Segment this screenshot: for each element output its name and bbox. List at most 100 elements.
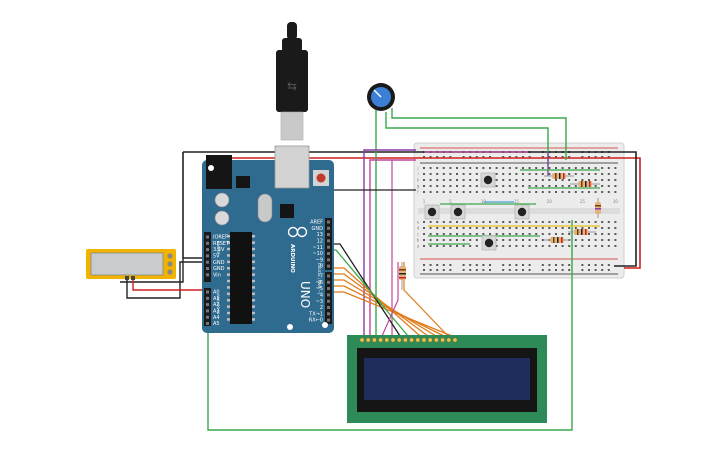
breadboard-hole[interactable] [475, 233, 478, 235]
breadboard-hole[interactable] [594, 227, 597, 229]
breadboard-hole[interactable] [561, 191, 564, 193]
wire-lcd-purple[interactable] [363, 149, 416, 340]
breadboard-hole[interactable] [436, 173, 439, 175]
breadboard-hole[interactable] [508, 179, 511, 181]
breadboard-hole[interactable] [535, 179, 538, 181]
header-pin[interactable] [327, 220, 330, 224]
breadboard-hole[interactable] [482, 233, 485, 235]
header-pin[interactable] [327, 293, 330, 297]
lcd-display[interactable] [347, 335, 547, 423]
breadboard-hole[interactable] [588, 221, 590, 223]
header-pin[interactable] [327, 287, 330, 291]
lcd-pin[interactable] [359, 337, 365, 343]
breadboard-hole[interactable] [462, 191, 465, 193]
breadboard-hole[interactable] [548, 264, 551, 266]
breadboard-hole[interactable] [429, 227, 432, 229]
header-pin[interactable] [206, 273, 209, 277]
header-pin[interactable] [206, 315, 209, 319]
breadboard-hole[interactable] [555, 264, 557, 266]
breadboard-hole[interactable] [548, 167, 551, 169]
breadboard-hole[interactable] [528, 167, 531, 169]
breadboard-hole[interactable] [607, 221, 610, 223]
breadboard-hole[interactable] [475, 191, 478, 193]
breadboard-hole[interactable] [541, 185, 544, 187]
arduino-reset-button[interactable] [316, 173, 326, 183]
breadboard-hole[interactable] [607, 167, 610, 169]
breadboard-hole[interactable] [601, 156, 604, 158]
breadboard-hole[interactable] [515, 221, 518, 223]
header-pin[interactable] [206, 309, 209, 313]
breadboard-hole[interactable] [495, 233, 498, 235]
breadboard-hole[interactable] [555, 185, 557, 187]
breadboard-hole[interactable] [561, 156, 564, 158]
breadboard-hole[interactable] [489, 269, 491, 271]
breadboard-hole[interactable] [449, 156, 452, 158]
breadboard-hole[interactable] [456, 173, 458, 175]
breadboard-hole[interactable] [535, 233, 538, 235]
breadboard-hole[interactable] [495, 173, 498, 175]
breadboard-hole[interactable] [548, 156, 551, 158]
breadboard-hole[interactable] [429, 233, 432, 235]
breadboard-hole[interactable] [508, 156, 511, 158]
breadboard-hole[interactable] [561, 221, 564, 223]
breadboard-hole[interactable] [515, 191, 518, 193]
breadboard-hole[interactable] [515, 233, 518, 235]
breadboard-hole[interactable] [614, 221, 617, 223]
lcd-pin[interactable] [365, 337, 371, 343]
breadboard-hole[interactable] [555, 221, 557, 223]
lcd-pin[interactable] [372, 337, 377, 343]
breadboard-hole[interactable] [456, 233, 458, 235]
breadboard-hole[interactable] [469, 191, 472, 193]
potentiometer[interactable] [367, 83, 395, 111]
breadboard-hole[interactable] [555, 167, 557, 169]
breadboard-hole[interactable] [495, 227, 498, 229]
lcd-pin-header[interactable] [359, 337, 458, 343]
breadboard-hole[interactable] [601, 221, 604, 223]
breadboard-hole[interactable] [555, 269, 557, 271]
breadboard-hole[interactable] [561, 179, 564, 181]
breadboard-hole[interactable] [429, 156, 432, 158]
breadboard-hole[interactable] [581, 221, 584, 223]
breadboard-hole[interactable] [462, 227, 465, 229]
breadboard-hole[interactable] [561, 264, 564, 266]
breadboard-hole[interactable] [614, 227, 617, 229]
breadboard-hole[interactable] [574, 221, 577, 223]
breadboard-hole[interactable] [568, 233, 571, 235]
breadboard-hole[interactable] [574, 173, 577, 175]
breadboard-hole[interactable] [456, 245, 458, 247]
lcd-pin[interactable] [403, 337, 408, 343]
breadboard-hole[interactable] [436, 185, 439, 187]
resistor-4[interactable] [568, 229, 596, 235]
header-pin[interactable] [206, 303, 209, 307]
breadboard-hole[interactable] [594, 239, 597, 241]
breadboard-hole[interactable] [502, 239, 505, 241]
breadboard-hole[interactable] [469, 185, 472, 187]
breadboard-hole[interactable] [541, 156, 544, 158]
lcd-pin[interactable] [421, 337, 427, 343]
breadboard-hole[interactable] [522, 269, 524, 271]
breadboard-hole[interactable] [495, 239, 498, 241]
breadboard-hole[interactable] [462, 156, 465, 158]
breadboard-hole[interactable] [607, 156, 610, 158]
wire-lcd-contrast[interactable] [381, 262, 399, 337]
breadboard-hole[interactable] [588, 179, 590, 181]
breadboard-hole[interactable] [436, 239, 439, 241]
breadboard-hole[interactable] [581, 269, 584, 271]
breadboard-hole[interactable] [495, 185, 498, 187]
resistor-2[interactable] [570, 181, 600, 187]
breadboard-hole[interactable] [489, 191, 491, 193]
wire-sensor-gnd[interactable] [120, 258, 184, 283]
breadboard-hole[interactable] [588, 239, 590, 241]
breadboard-hole[interactable] [508, 167, 511, 169]
header-pin[interactable] [327, 226, 330, 230]
header-pin[interactable] [327, 233, 330, 237]
breadboard-hole[interactable] [528, 264, 531, 266]
breadboard-hole[interactable] [436, 233, 439, 235]
breadboard-hole[interactable] [462, 185, 465, 187]
lcd-pin[interactable] [446, 337, 452, 343]
lcd-pin[interactable] [396, 337, 402, 343]
breadboard-hole[interactable] [594, 245, 597, 247]
breadboard-hole[interactable] [541, 269, 544, 271]
resistor-6[interactable] [399, 262, 406, 290]
breadboard-hole[interactable] [548, 185, 551, 187]
